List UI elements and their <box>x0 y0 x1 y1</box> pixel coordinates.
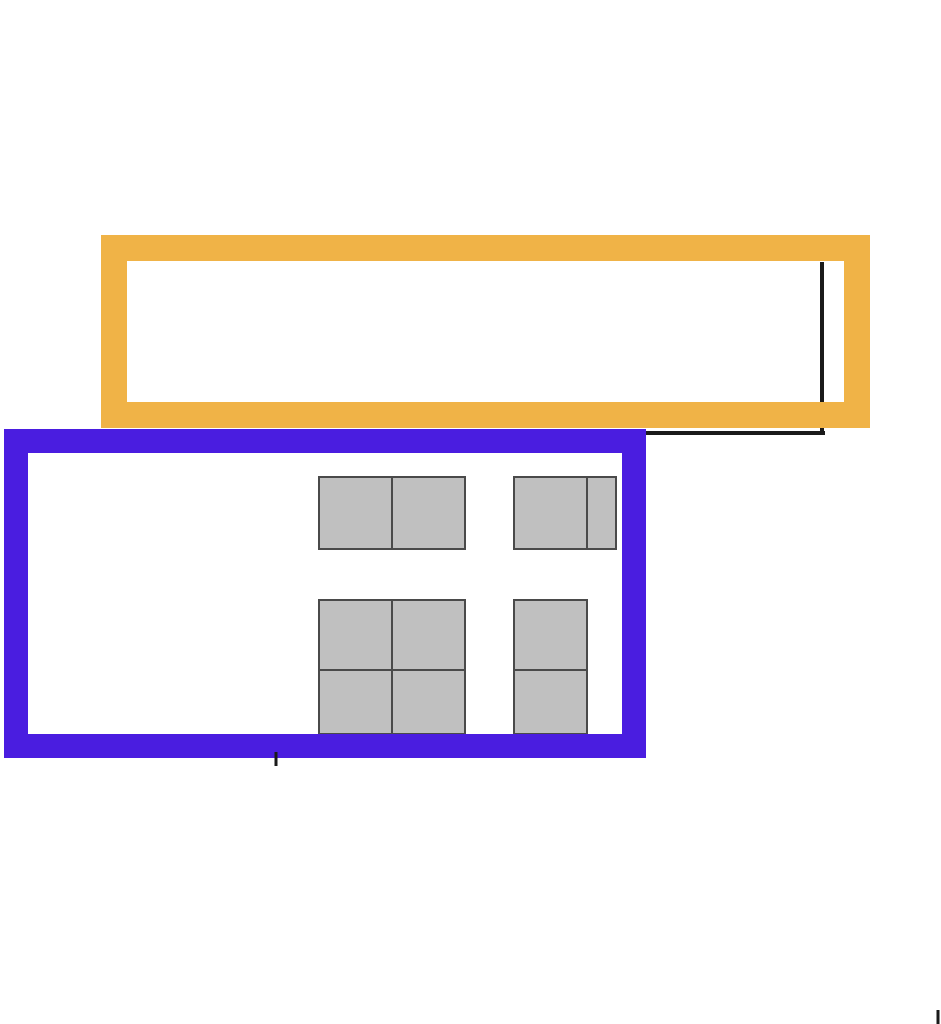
cell-group-2-cell-2 <box>586 476 617 550</box>
orange-frame <box>101 235 870 428</box>
cell-group-3-cell-2 <box>391 599 466 671</box>
cell-group-4-cell-1 <box>513 599 588 671</box>
cell-group-1-cell-1 <box>318 476 393 550</box>
cell-group-2-cell-1 <box>513 476 588 550</box>
cell-group-3-cell-4 <box>391 669 466 735</box>
cell-group-1 <box>318 476 466 550</box>
cell-group-3 <box>318 599 466 735</box>
cell-group-2 <box>513 476 617 550</box>
cell-group-3-cell-3 <box>318 669 393 735</box>
cell-group-4 <box>513 599 588 735</box>
cell-group-1-cell-2 <box>391 476 466 550</box>
cell-group-3-cell-1 <box>318 599 393 671</box>
cell-group-4-cell-2 <box>513 669 588 735</box>
